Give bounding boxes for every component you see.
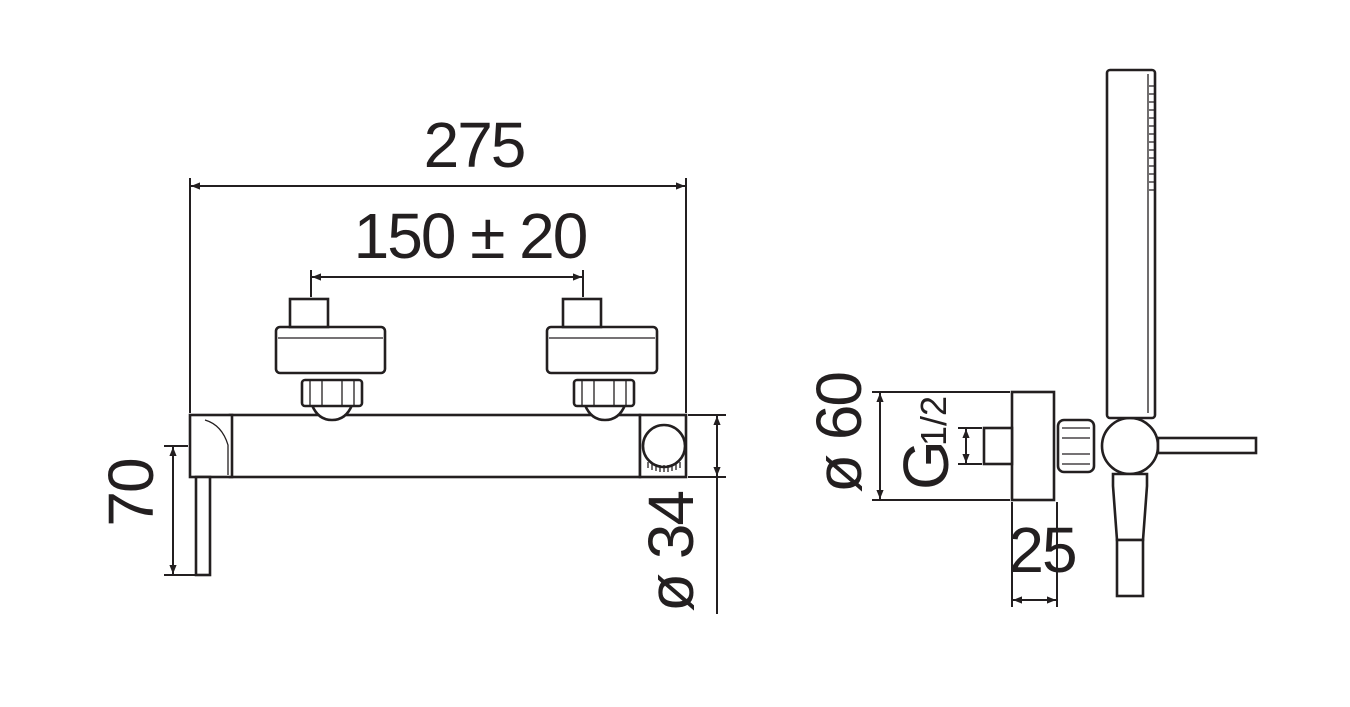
hand-shower [1105, 68, 1157, 420]
dim-outlet-diameter: ø 34 [635, 492, 707, 612]
front-view: 275 150 ± 20 70 ø 34 [95, 109, 726, 614]
mixer-body [228, 413, 642, 479]
dim-wall-offset: 25 [1008, 514, 1075, 586]
wall-flange [1010, 390, 1056, 502]
dim-inlet-spacing: 150 ± 20 [354, 200, 587, 272]
thread-connector [982, 426, 1014, 466]
dim-thread: G [890, 442, 962, 490]
lever-handle [194, 475, 212, 577]
connector-nut [1056, 418, 1096, 474]
dim-height: 70 [95, 459, 167, 527]
dim-overall-width: 275 [424, 109, 525, 181]
dim-thread-size: 1/2 [913, 396, 954, 446]
right-inlet [545, 297, 659, 422]
dim-flange-diameter: ø 60 [803, 373, 875, 493]
hose-fitting [1111, 472, 1149, 542]
left-end-cap [188, 413, 234, 479]
side-lever [1156, 436, 1258, 455]
side-view: ø 60 G 1/2 25 [803, 68, 1258, 607]
outlet-knob [641, 423, 687, 469]
outlet-ball [1100, 416, 1160, 476]
hose [1115, 538, 1145, 598]
left-inlet [274, 297, 387, 422]
